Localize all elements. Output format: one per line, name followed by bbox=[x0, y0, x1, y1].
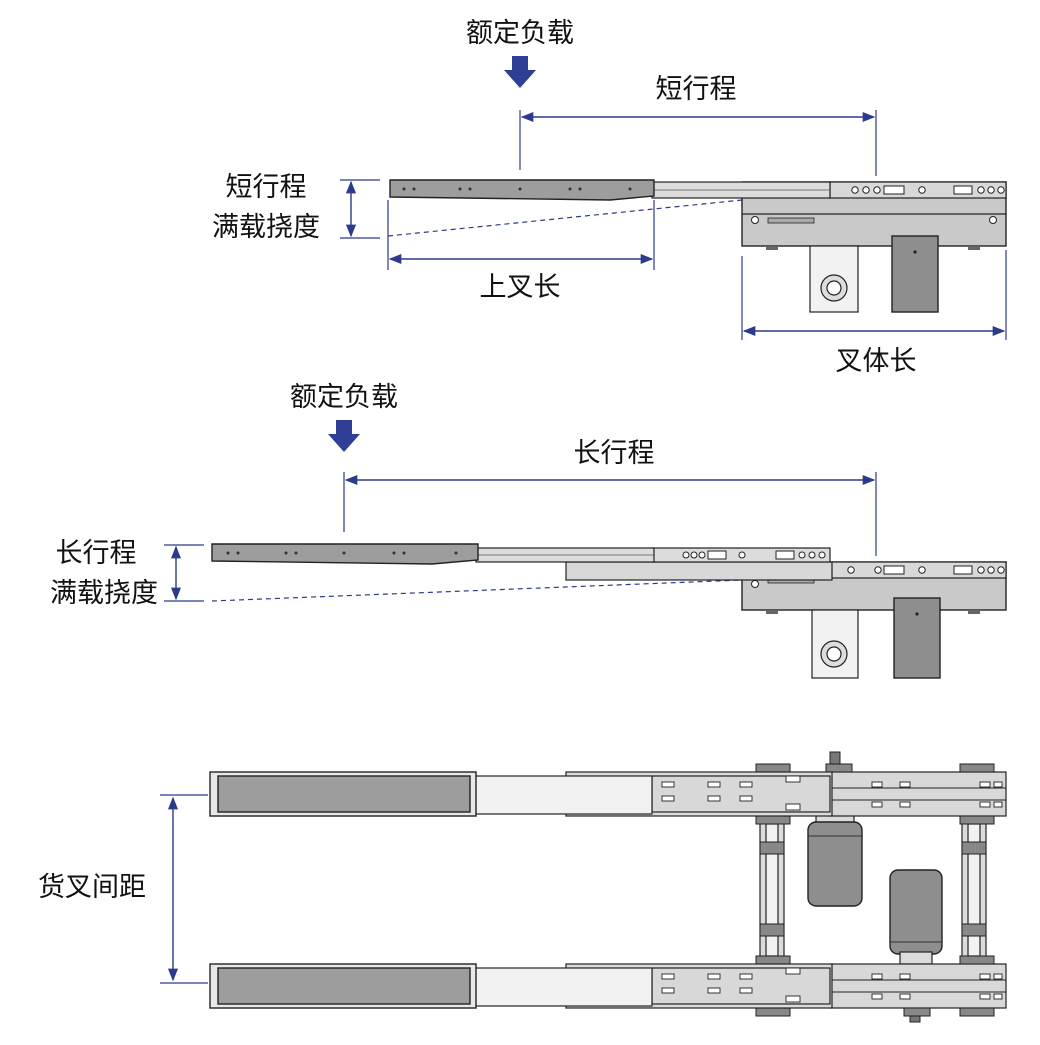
upper-fork-1 bbox=[389, 179, 655, 201]
fork-spacing-label: 货叉间距 bbox=[38, 872, 146, 903]
short-deflection-line bbox=[387, 199, 743, 237]
load-arrow-icon-2 bbox=[328, 420, 360, 452]
body-holes-2 bbox=[874, 565, 1005, 575]
long-deflection-label-1: 长行程 bbox=[56, 538, 137, 569]
long-stroke-diagram: 额定负载 长行程 长行程 满载挠度 bbox=[50, 382, 1007, 679]
middle-fork-holes-2 bbox=[682, 550, 826, 560]
short-stroke-diagram: 额定负载 短行程 短行程 满载挠度 bbox=[212, 18, 1007, 377]
drive-shafts bbox=[759, 817, 987, 963]
motor-block-2 bbox=[893, 597, 941, 679]
fork-assembly-bottom bbox=[209, 955, 1007, 1017]
short-deflection-label-2: 满载挠度 bbox=[212, 212, 320, 243]
long-deflection-line bbox=[211, 579, 743, 602]
rated-load-label-1: 额定负载 bbox=[466, 18, 574, 49]
body-holes-1 bbox=[851, 185, 1005, 195]
load-arrow-icon-1 bbox=[504, 56, 536, 88]
middle-fork-2 bbox=[565, 561, 833, 581]
short-stroke-label: 短行程 bbox=[656, 74, 737, 105]
fork-assembly-top bbox=[209, 763, 1007, 825]
motor-2-top bbox=[889, 869, 943, 1023]
top-view-diagram: 货叉间距 bbox=[38, 751, 1007, 1023]
long-stroke-label: 长行程 bbox=[574, 438, 655, 469]
motor-block-1 bbox=[891, 235, 939, 313]
upper-fork-length-label: 上叉长 bbox=[480, 272, 561, 303]
rated-load-label-2: 额定负载 bbox=[290, 382, 398, 413]
long-deflection-label-2: 满载挠度 bbox=[50, 578, 158, 609]
short-deflection-label-1: 短行程 bbox=[226, 172, 307, 203]
fork-body-length-label: 叉体长 bbox=[836, 346, 917, 377]
